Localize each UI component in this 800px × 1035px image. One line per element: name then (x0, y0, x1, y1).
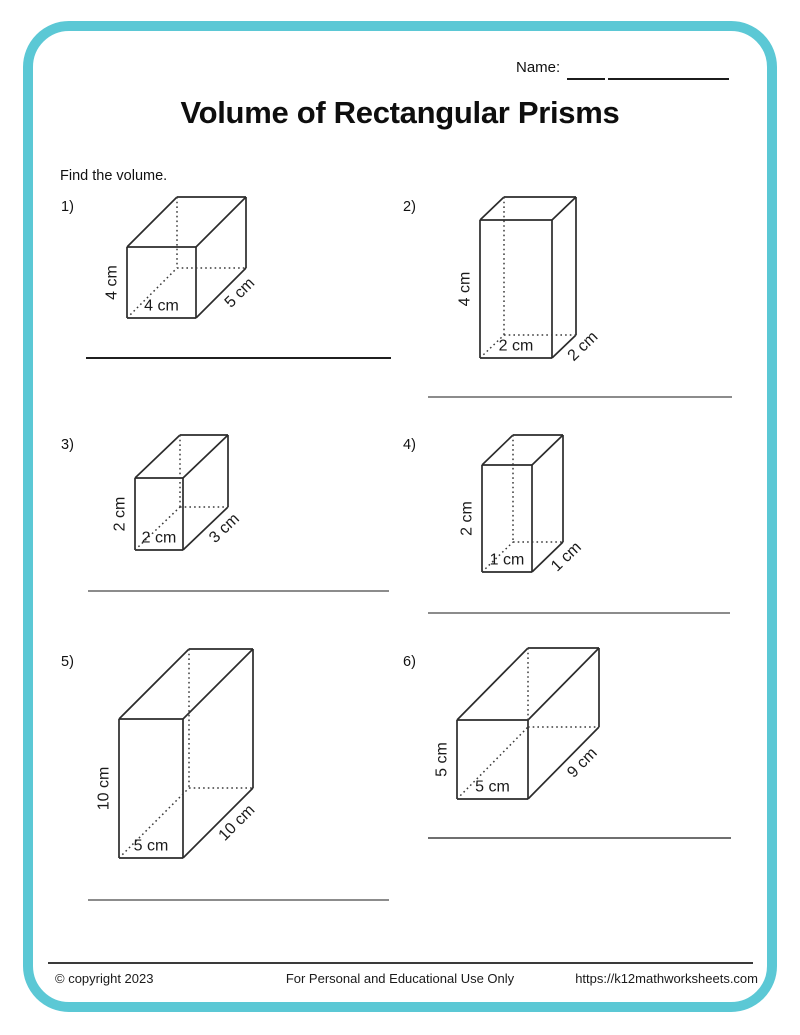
prism-edge (182, 506, 229, 551)
width-label: 4 cm (144, 298, 179, 315)
answer-line[interactable] (88, 899, 389, 901)
answer-line[interactable] (428, 396, 732, 398)
prism-edge (195, 267, 247, 319)
width-label: 2 cm (142, 530, 177, 547)
footer-url: https://k12mathworksheets.com (575, 971, 758, 986)
problem-number: 2) (403, 199, 416, 215)
page-border (23, 21, 777, 1012)
prism-edge (126, 196, 178, 248)
prism-edge (479, 196, 505, 221)
depth-label: 5 cm (222, 275, 259, 312)
footer-copyright: © copyright 2023 (55, 971, 154, 986)
depth-label: 9 cm (564, 745, 600, 782)
prism-edge (195, 196, 247, 248)
height-label: 5 cm (434, 742, 451, 777)
instruction-text: Find the volume. (60, 168, 168, 184)
answer-line[interactable] (88, 590, 389, 592)
prism-edge (481, 434, 514, 466)
prism-edge (527, 726, 600, 800)
prism-edge (551, 334, 577, 359)
height-label: 2 cm (112, 497, 129, 532)
worksheet-title: Volume of Rectangular Prisms (180, 95, 620, 130)
prism-figure: 10 cm 5 cm 10 cm (96, 648, 259, 859)
prism-figure: 2 cm 1 cm 1 cm (459, 434, 585, 575)
width-label: 2 cm (499, 338, 534, 355)
depth-label: 3 cm (206, 510, 243, 546)
width-label: 1 cm (490, 552, 525, 569)
prism-edge (182, 434, 229, 479)
problem-number: 4) (403, 437, 416, 453)
footer-divider (48, 962, 753, 964)
depth-label: 2 cm (565, 328, 602, 364)
prism-edge (531, 541, 564, 573)
name-blank-line[interactable] (608, 78, 729, 80)
prism-figure: 2 cm 2 cm 3 cm (112, 434, 243, 551)
prism-hidden-edge (479, 334, 505, 359)
prism-edge (182, 787, 254, 859)
answer-line[interactable] (428, 612, 730, 614)
prism-figure: 4 cm 2 cm 2 cm (457, 196, 602, 365)
prism-edge (118, 648, 190, 720)
problem-number: 6) (403, 654, 416, 670)
height-label: 2 cm (459, 501, 476, 536)
problem-number: 5) (61, 654, 74, 670)
problem-number: 3) (61, 437, 74, 453)
width-label: 5 cm (134, 838, 169, 855)
depth-label: 1 cm (548, 539, 585, 575)
height-label: 4 cm (104, 265, 121, 300)
prism-figure: 4 cm 4 cm 5 cm (104, 196, 259, 319)
prism-edge (527, 647, 600, 721)
prism-edge (182, 648, 254, 720)
prism-edge (551, 196, 577, 221)
prism-figure: 5 cm 5 cm 9 cm (434, 647, 601, 800)
name-blank-line[interactable] (567, 78, 605, 80)
footer-usage: For Personal and Educational Use Only (285, 971, 515, 986)
prism-edge (456, 647, 529, 721)
prism-hidden-edge (134, 506, 181, 551)
answer-line[interactable] (428, 837, 731, 839)
name-label: Name: (516, 59, 561, 76)
height-label: 4 cm (457, 272, 474, 307)
problem-number: 1) (61, 199, 74, 215)
height-label: 10 cm (96, 767, 113, 811)
depth-label: 10 cm (216, 802, 259, 845)
prism-edge (531, 434, 564, 466)
answer-line[interactable] (86, 357, 391, 359)
width-label: 5 cm (475, 779, 510, 796)
prism-edge (134, 434, 181, 479)
